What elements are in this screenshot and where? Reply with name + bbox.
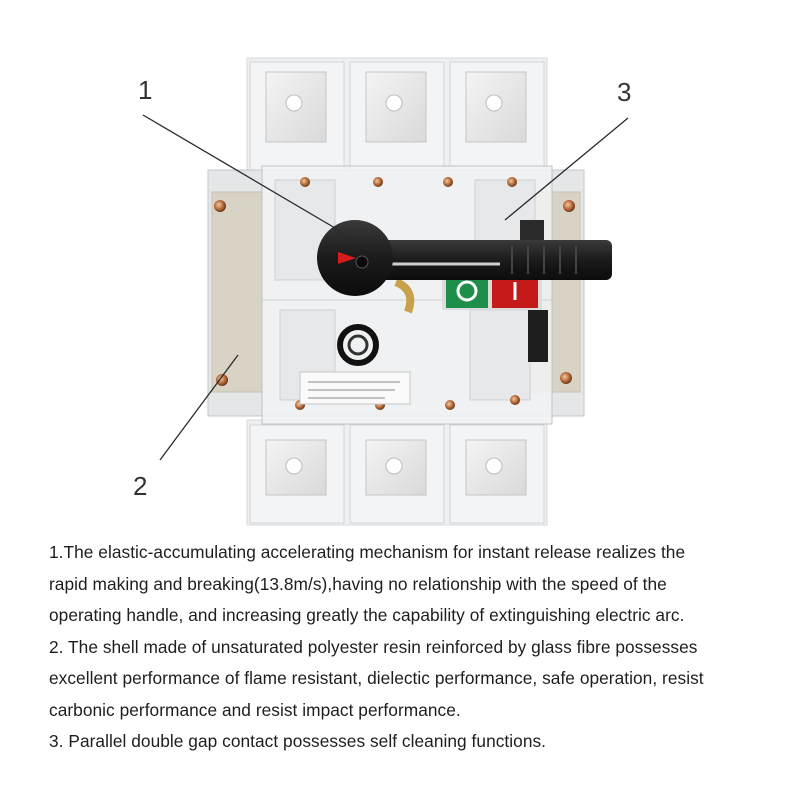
callout-number-3: 3 (617, 77, 632, 107)
callout-number-2: 2 (133, 471, 148, 501)
switch-illustration: 1 2 3 (133, 57, 632, 526)
position-arrow-icon (338, 252, 356, 264)
off-symbol-icon (456, 280, 478, 302)
callout-number-1: 1 (138, 75, 153, 105)
description-line: 3. Parallel double gap contact possesses… (49, 731, 547, 751)
operating-handle (317, 220, 612, 296)
nameplate (299, 371, 411, 405)
leader-line-1 (142, 114, 353, 239)
load-break-switch-drawing (142, 57, 629, 526)
feature-description: 1.The elastic-accumulating accelerating … (49, 537, 774, 758)
leader-line-3 (504, 117, 629, 221)
description-line: 2. The shell made of unsaturated polyest… (49, 636, 698, 657)
description-line: 1.The elastic-accumulating accelerating … (49, 542, 686, 562)
description-line: carbonic performance and resist impact p… (49, 699, 461, 720)
description-line: rapid making and breaking(13.8m/s),havin… (49, 573, 667, 594)
spring-mechanism (337, 278, 415, 366)
bottom-terminal-covers (246, 419, 548, 526)
top-terminal-covers (246, 57, 548, 189)
leader-lines (142, 114, 629, 461)
leader-line-2 (159, 354, 239, 461)
screws (214, 177, 575, 410)
description-line: operating handle, and increasing greatly… (49, 605, 685, 625)
description-line: excellent performance of flame resistant… (49, 668, 704, 688)
